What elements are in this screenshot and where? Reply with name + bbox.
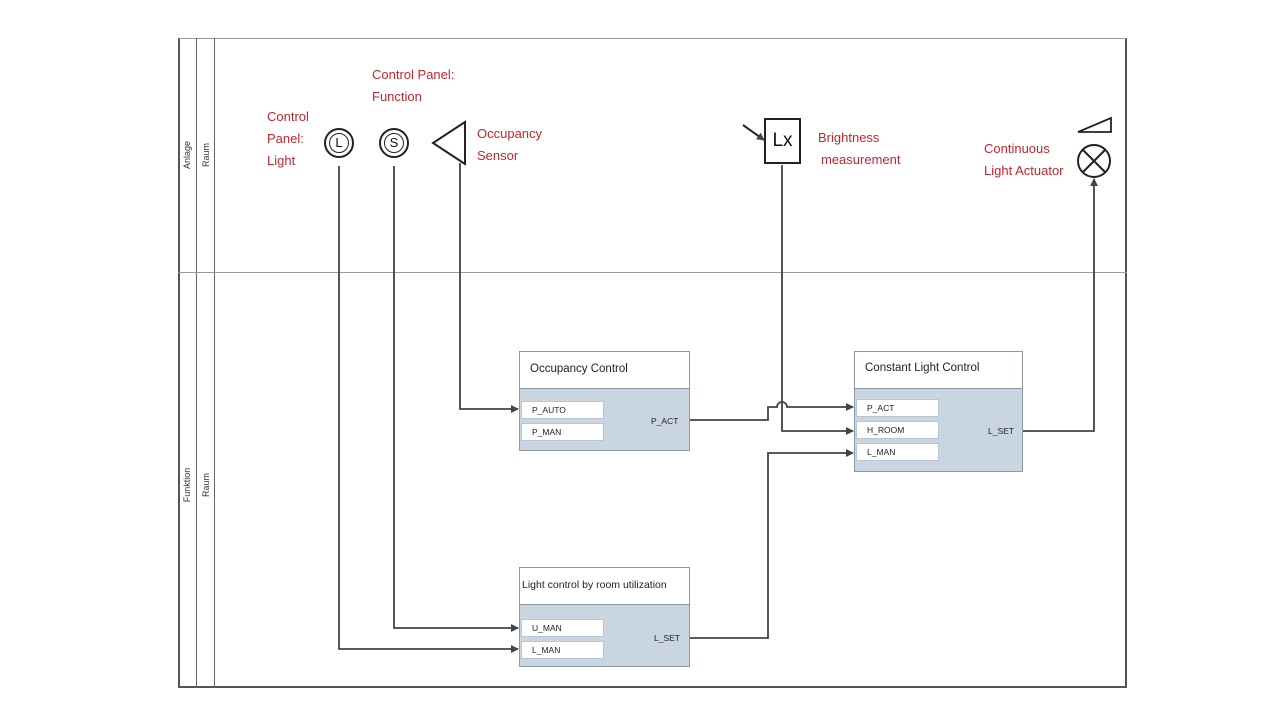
annotation-control-panel-function: Control Panel: Function [372,64,454,108]
annotation-line: Occupancy [477,126,543,141]
block-title: Constant Light Control [855,352,1022,389]
port-p-man[interactable]: P_MAN [521,423,604,441]
light-incidence-arrow [742,124,765,141]
lane-header-outer [178,38,197,688]
port-l-man[interactable]: L_MAN [521,641,604,659]
light-panel-letter: L [329,133,349,153]
function-panel-icon: S [379,128,409,158]
dimmer-wedge-icon [1077,116,1112,133]
block-title: Light control by room utilization [520,568,689,605]
occupancy-control-block[interactable]: Occupancy Control P_AUTO P_MAN P_ACT [519,351,690,451]
light-control-room-utilization-block[interactable]: Light control by room utilization U_MAN … [519,567,690,667]
annotation-line: Sensor [477,148,519,163]
annotation-line: Function [372,89,422,104]
port-p-auto[interactable]: P_AUTO [521,401,604,419]
wire-lx-to-h-room [781,165,854,435]
occupancy-sensor-icon [431,120,466,166]
port-u-man[interactable]: U_MAN [521,619,604,637]
annotation-line: Control Panel: [372,67,455,82]
port-l-set-out[interactable]: L_SET [988,426,1014,436]
block-title: Occupancy Control [520,352,689,389]
annotation-line: Light Actuator [984,163,1064,178]
constant-light-control-block[interactable]: Constant Light Control P_ACT H_ROOM L_MA… [854,351,1023,472]
function-panel-letter: S [384,133,404,153]
port-h-room[interactable]: H_ROOM [856,421,939,439]
annotation-line: Continuous [984,141,1050,156]
port-p-act-in[interactable]: P_ACT [856,399,939,417]
light-panel-icon: L [324,128,354,158]
wire-function-to-u-man [393,166,519,632]
brightness-sensor-icon: Lx [764,118,801,164]
swimlane-frame [178,38,1127,688]
light-actuator-icon [1077,144,1111,178]
port-l-man[interactable]: L_MAN [856,443,939,461]
annotation-line: measurement [821,152,901,167]
lane-header-inner [196,38,215,688]
port-p-act-out[interactable]: P_ACT [651,416,679,426]
wire-l-set-to-l-man [690,449,854,639]
annotation-line: Control [267,109,309,124]
light-actuator-cross [1082,149,1106,173]
annotation-line: Panel: [267,131,304,146]
annotation-brightness: Brightness measurement [818,127,900,171]
wire-sensor-to-p-auto [459,163,519,413]
annotation-control-panel-light: Control Panel: Light [267,106,309,172]
wire-p-act [690,401,854,421]
annotation-continuous-light-actuator: Continuous Light Actuator [984,138,1064,182]
annotation-occupancy-sensor: Occupancy Sensor [477,123,542,167]
annotation-line: Brightness [818,130,880,145]
wire-light-to-l-man [338,166,519,653]
port-l-set-out[interactable]: L_SET [654,633,680,643]
annotation-line: Light [267,153,296,168]
wire-l-set-to-actuator [1023,178,1098,432]
lane-divider [178,272,1127,273]
